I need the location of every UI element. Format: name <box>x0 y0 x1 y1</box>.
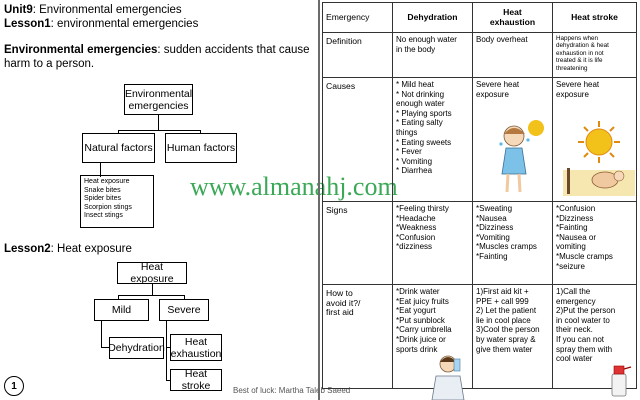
list-item: Heat exposure <box>84 178 130 185</box>
sun-icon <box>578 121 620 163</box>
tree2-mild: Mild <box>94 299 149 321</box>
header-emergency: Emergency <box>322 2 393 33</box>
page-number: 1 <box>4 376 24 396</box>
signs-exhaustion: *Sweating*Nausea*Dizziness*Vomiting*Musc… <box>472 201 553 285</box>
lesson2-title: Lesson2: Heat exposure <box>4 243 132 255</box>
page-divider <box>318 0 320 400</box>
list-item: Snake bites <box>84 186 121 194</box>
row-label-causes: Causes <box>322 77 393 202</box>
tree1-connector <box>158 115 159 131</box>
tree1-connector <box>118 130 200 131</box>
spray-bottle-icon <box>611 365 632 397</box>
tree1-connector <box>200 130 201 134</box>
list-item: Spider bites <box>84 195 121 203</box>
tree2-connector <box>184 295 185 300</box>
tree2-connector <box>166 347 171 348</box>
natural-factors-list: Heat exposure Snake bites Spider bites S… <box>80 175 154 228</box>
tree2-dehydration: Dehydration <box>108 337 165 359</box>
header-dehydration: Dehydration <box>392 2 473 33</box>
tree2-connector <box>152 284 153 296</box>
tree2-connector <box>101 321 102 348</box>
tree1-natural-factors: Natural factors <box>82 133 155 163</box>
tree2-connector <box>118 295 184 296</box>
avoid-dehydration: *Drink water*Eat juicy fruits*Eat yogurt… <box>392 284 473 389</box>
unit-title: Unit9: Environmental emergencies <box>4 4 182 16</box>
definition-line2: harm to a person. <box>4 58 95 70</box>
row-label-signs: Signs <box>322 201 393 285</box>
definition-exhaustion: Body overheat <box>472 32 553 78</box>
sweating-girl-illustration <box>499 120 544 193</box>
list-item: Scorpion stings <box>84 203 132 211</box>
tree1-connector <box>100 163 101 177</box>
row-label-definition: Definition <box>322 32 393 78</box>
tree2-severe: Severe <box>159 299 209 321</box>
left-page: Unit9: Environmental emergencies Lesson1… <box>0 0 398 400</box>
header-heat-stroke: Heat stroke <box>552 2 637 33</box>
tree2-heat-stroke: Heat stroke <box>170 368 222 392</box>
tree1-connector <box>118 130 119 134</box>
list-item: Insect stings <box>84 212 123 220</box>
tree2-connector <box>101 347 110 348</box>
lesson1-title: Lesson1: environmental emergencies <box>4 18 199 30</box>
tree2-root: Heat exposure <box>117 261 187 285</box>
signs-dehydration: *Feeling thirsty*Headache*Weakness*Confu… <box>392 201 473 285</box>
footer-credit: Best of luck: Martha Taleb Saeed <box>233 386 351 395</box>
sun-icon <box>528 120 544 136</box>
tree2-connector <box>118 295 119 300</box>
tree2-connector <box>166 380 171 381</box>
drinking-woman-illustration <box>431 355 465 400</box>
heat-stroke-illustration <box>563 121 635 196</box>
definition-line1: Environmental emergencies: sudden accide… <box>4 44 310 56</box>
tree2-connector <box>166 321 167 381</box>
tree1-human-factors: Human factors <box>165 133 237 163</box>
